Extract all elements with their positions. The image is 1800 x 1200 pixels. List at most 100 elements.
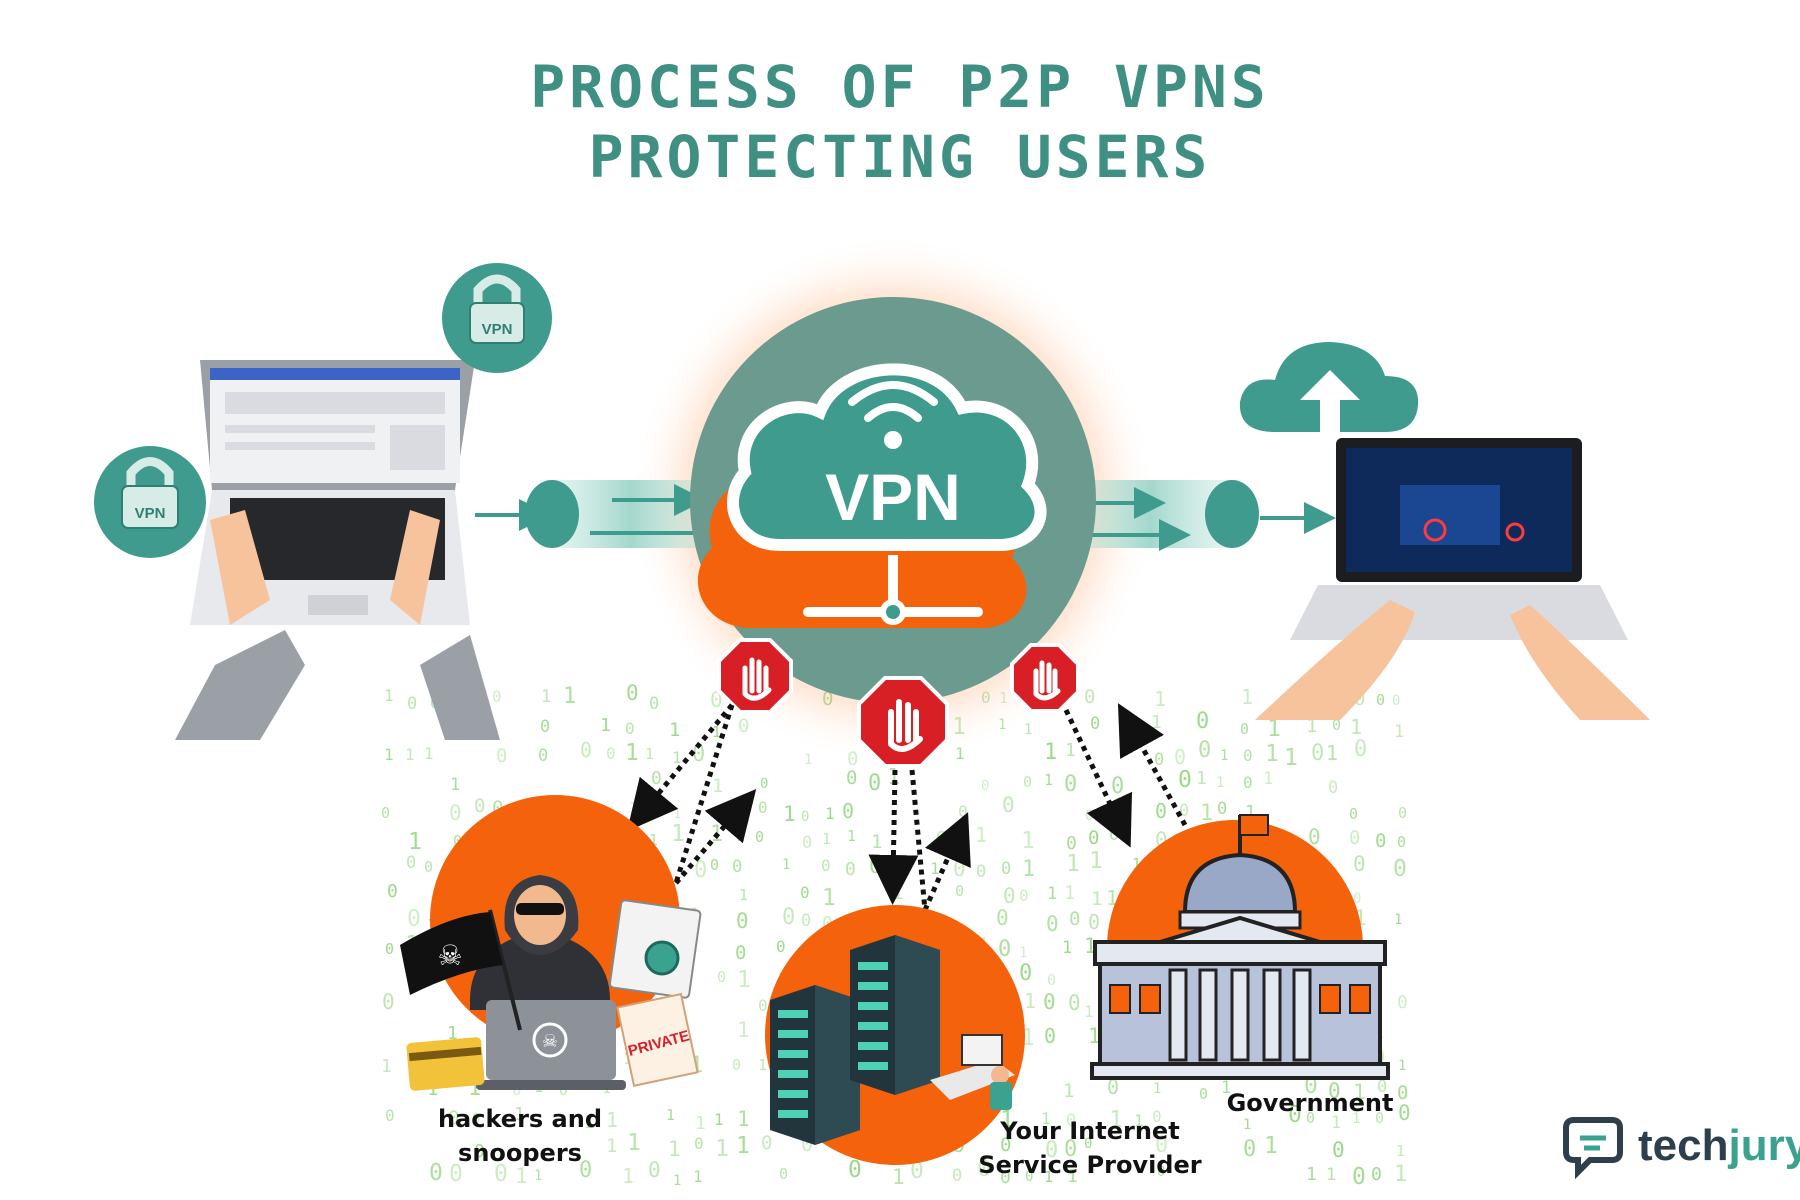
svg-text:1: 1 — [1151, 712, 1162, 733]
techjury-brand: techjury — [1556, 1118, 1800, 1174]
svg-text:0: 0 — [381, 804, 390, 822]
svg-text:0: 0 — [496, 745, 507, 767]
svg-text:0: 0 — [1375, 830, 1386, 852]
svg-text:0: 0 — [1352, 1164, 1366, 1190]
svg-text:0: 0 — [385, 940, 394, 958]
svg-text:1: 1 — [804, 752, 812, 768]
svg-text:1: 1 — [1221, 1078, 1231, 1098]
svg-text:0: 0 — [935, 828, 949, 854]
svg-text:0: 0 — [717, 968, 726, 986]
svg-text:0: 0 — [1392, 693, 1400, 709]
svg-text:1: 1 — [600, 715, 611, 736]
svg-text:0: 0 — [449, 1161, 463, 1187]
svg-text:0: 0 — [976, 862, 986, 882]
pirate-flag-icon: ☠ — [400, 909, 522, 1031]
svg-text:0: 0 — [1002, 793, 1015, 817]
svg-text:0: 0 — [1045, 1138, 1058, 1163]
vpn-badge-left-label: VPN — [135, 505, 166, 522]
svg-text:1: 1 — [1306, 1164, 1317, 1185]
svg-text:0: 0 — [1064, 1137, 1077, 1162]
svg-text:1: 1 — [672, 748, 682, 767]
svg-text:1: 1 — [1265, 741, 1279, 767]
svg-text:0: 0 — [1354, 737, 1367, 762]
svg-text:0: 0 — [1046, 912, 1059, 936]
government-label: Government — [1226, 1089, 1394, 1117]
government-building-icon — [1090, 814, 1390, 1080]
svg-text:0: 0 — [981, 778, 989, 794]
svg-text:1: 1 — [606, 1135, 617, 1157]
svg-text:0: 0 — [1084, 1136, 1092, 1152]
svg-text:1: 1 — [1067, 1166, 1078, 1187]
svg-text:0: 0 — [1179, 801, 1189, 821]
svg-text:0: 0 — [1240, 720, 1249, 738]
svg-text:1: 1 — [871, 831, 882, 853]
svg-text:0: 0 — [694, 858, 707, 883]
svg-text:1: 1 — [384, 745, 394, 764]
svg-text:0: 0 — [1152, 1107, 1162, 1126]
svg-text:1: 1 — [1089, 848, 1103, 874]
svg-text:1: 1 — [405, 745, 415, 764]
svg-text:0: 0 — [407, 906, 421, 932]
svg-text:1: 1 — [1394, 912, 1402, 928]
svg-text:1: 1 — [1063, 1080, 1074, 1102]
svg-text:1: 1 — [825, 804, 835, 823]
svg-text:0: 0 — [732, 1056, 741, 1074]
svg-text:0: 0 — [1019, 961, 1032, 986]
svg-text:0: 0 — [758, 996, 768, 1015]
svg-text:0: 0 — [424, 858, 433, 876]
svg-text:0: 0 — [1157, 1164, 1165, 1180]
hackers-label-line2: snoopers — [458, 1139, 582, 1167]
svg-text:0: 0 — [1001, 859, 1011, 879]
tunnel-right — [1055, 480, 1336, 551]
svg-text:1: 1 — [563, 684, 576, 709]
svg-text:1: 1 — [1044, 1168, 1053, 1186]
svg-text:0: 0 — [472, 1111, 480, 1127]
svg-text:0: 0 — [755, 828, 764, 846]
svg-text:0: 0 — [626, 681, 639, 705]
svg-text:1: 1 — [408, 829, 422, 855]
svg-text:1: 1 — [712, 775, 723, 797]
svg-text:0: 0 — [1066, 833, 1077, 854]
isp-label-line2: Service Provider — [978, 1151, 1202, 1179]
svg-text:0: 0 — [758, 798, 768, 817]
svg-text:0: 0 — [429, 1160, 443, 1186]
svg-text:1: 1 — [1084, 1002, 1094, 1021]
svg-text:0: 0 — [1090, 714, 1100, 734]
vpn-lock-badge-top — [442, 263, 552, 373]
svg-text:0: 0 — [952, 1166, 962, 1186]
svg-text:0: 0 — [1064, 772, 1077, 797]
svg-text:1: 1 — [715, 1136, 729, 1162]
svg-text:1: 1 — [1200, 801, 1213, 826]
svg-text:0: 0 — [692, 742, 705, 767]
svg-text:1: 1 — [1065, 740, 1076, 761]
vpn-cloud-label: VPN — [825, 460, 961, 534]
svg-text:1: 1 — [606, 1108, 618, 1132]
hackers-label-line1: hackers and — [437, 1105, 603, 1133]
right-laptop-icon — [1255, 438, 1650, 720]
brand-part-1: tech — [1638, 1121, 1729, 1170]
svg-text:0: 0 — [1084, 686, 1095, 708]
private-document-icon: PRIVATE — [616, 992, 699, 1087]
svg-text:0: 0 — [1111, 774, 1124, 799]
svg-text:1: 1 — [447, 1023, 458, 1044]
svg-text:1: 1 — [758, 1056, 767, 1074]
svg-text:1: 1 — [1153, 1081, 1161, 1097]
svg-text:1: 1 — [534, 1168, 542, 1184]
svg-text:1: 1 — [1245, 802, 1256, 823]
brand-part-2: jury — [1728, 1121, 1800, 1170]
title-line-1: PROCESS OF P2P VPNS — [530, 53, 1270, 121]
svg-text:1: 1 — [739, 886, 748, 904]
stop-sign-left — [717, 638, 793, 714]
vpn-cloud-icon — [697, 363, 1047, 628]
svg-text:0: 0 — [801, 809, 809, 825]
svg-text:0: 0 — [802, 833, 812, 853]
stop-sign-center — [857, 676, 949, 768]
svg-text:0: 0 — [385, 1106, 395, 1125]
svg-text:0: 0 — [1047, 971, 1056, 989]
svg-text:1: 1 — [668, 1137, 681, 1161]
svg-text:1: 1 — [1331, 1113, 1341, 1133]
svg-text:0: 0 — [977, 1156, 991, 1182]
stop-sign-right — [1010, 643, 1080, 713]
svg-text:1: 1 — [736, 827, 745, 845]
